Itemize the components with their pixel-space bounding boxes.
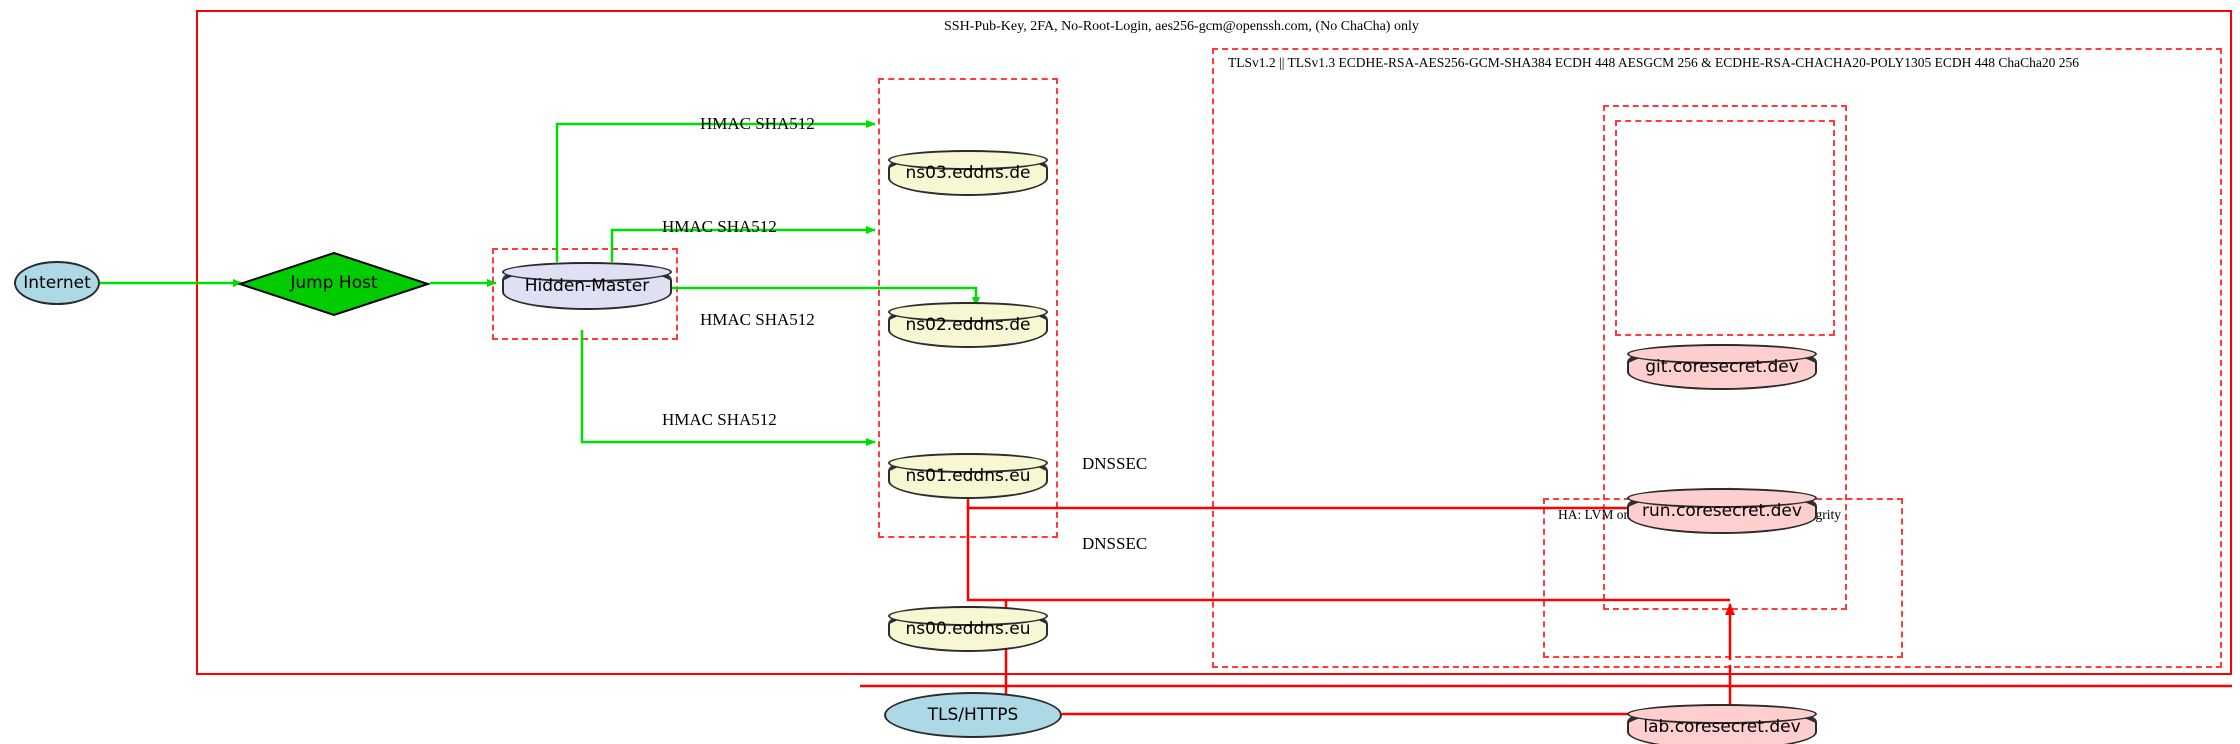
edge-master-to-ns01: [672, 286, 980, 307]
node-internet[interactable]: Internet: [14, 261, 100, 305]
edge-tls-to-ha: [1062, 665, 1732, 716]
cluster-tls-boundary: [1212, 48, 2222, 668]
edge-label-hmac-ns01: HMAC SHA512: [700, 310, 815, 329]
edge-label-hmac-ns03: HMAC SHA512: [700, 114, 815, 133]
node-git-coresecret[interactable]: git.coresecret.dev: [1627, 344, 1817, 390]
node-git-coresecret-label: git.coresecret.dev: [1645, 357, 1799, 377]
node-hidden-master[interactable]: Hidden-Master: [502, 262, 672, 310]
cluster-tls-boundary-label: TLSv1.2 || TLSv1.3 ECDHE-RSA-AES256-GCM-…: [1228, 55, 2079, 70]
cluster-ssh-boundary-label: SSH-Pub-Key, 2FA, No-Root-Login, aes256-…: [944, 19, 1419, 34]
cluster-coresecret-inner-box: [1615, 120, 1835, 336]
edge-label-hmac-ns02: HMAC SHA512: [662, 217, 777, 236]
node-internet-label: Internet: [23, 273, 91, 293]
node-lab-coresecret-label: lab.coresecret.dev: [1643, 717, 1801, 737]
node-jump-host-label: Jump Host: [290, 273, 378, 293]
node-tls-https[interactable]: TLS/HTTPS: [884, 692, 1062, 738]
node-ns00[interactable]: ns00.eddns.eu: [888, 606, 1048, 652]
node-ns01[interactable]: ns01.eddns.eu: [888, 453, 1048, 499]
edge-label-dnssec-lower: DNSSEC: [1082, 534, 1148, 553]
edge-label-dnssec-upper: DNSSEC: [1082, 454, 1148, 473]
node-jump-host[interactable]: Jump Host: [236, 251, 432, 317]
node-ns02[interactable]: ns02.eddns.de: [888, 302, 1048, 348]
edge-master-to-ns03: [555, 120, 876, 262]
cluster-ssh-boundary: [196, 10, 2232, 675]
node-lab-coresecret[interactable]: lab.coresecret.dev: [1627, 704, 1817, 744]
edge-dnssec-lower-run: [966, 508, 1730, 602]
node-ns03-label: ns03.eddns.de: [905, 163, 1031, 183]
edge-master-to-ns02: [610, 226, 876, 262]
edge-master-to-ns00: [580, 330, 876, 446]
node-run-coresecret[interactable]: run.coresecret.dev: [1627, 488, 1817, 534]
node-tls-https-label: TLS/HTTPS: [927, 705, 1019, 725]
node-ns00-label: ns00.eddns.eu: [905, 619, 1031, 639]
edge-dnssec-upper: [966, 482, 1735, 510]
node-ns01-label: ns01.eddns.eu: [905, 466, 1031, 486]
edge-label-hmac-ns00: HMAC SHA512: [662, 410, 777, 429]
node-run-coresecret-label: run.coresecret.dev: [1642, 501, 1802, 521]
node-hidden-master-label: Hidden-Master: [524, 276, 650, 296]
node-ns02-label: ns02.eddns.de: [905, 315, 1031, 335]
jump-host-diamond-shape: [236, 251, 432, 317]
node-ns03[interactable]: ns03.eddns.de: [888, 150, 1048, 196]
cluster-hidden-master-box: [492, 248, 678, 340]
